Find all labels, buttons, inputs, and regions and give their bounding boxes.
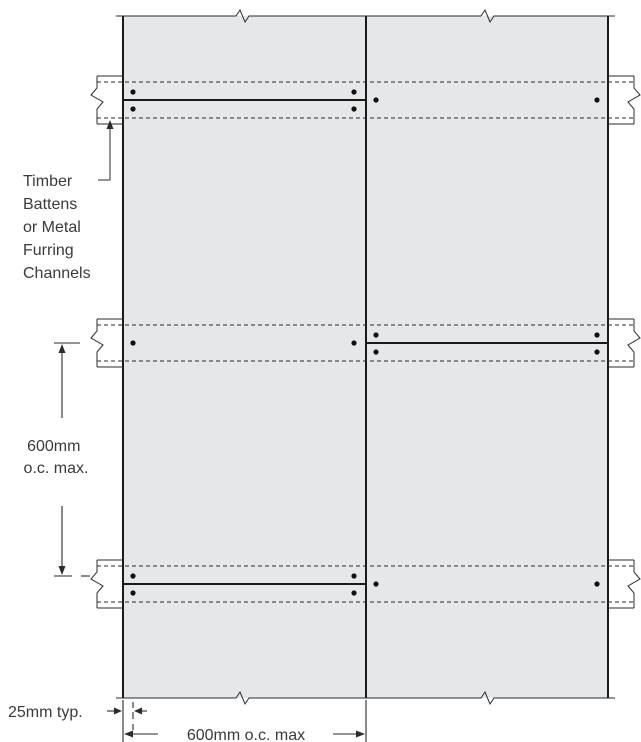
vertical-spacing-dimension (54, 342, 90, 577)
batten-1-left-end (90, 75, 123, 125)
batten-callout-line-3: or Metal (23, 219, 81, 236)
h-dim-arrow-left (124, 730, 133, 738)
batten-callout-label: Timber Battens or Metal Furring Channels (23, 173, 91, 282)
edge-arrow-left (134, 707, 142, 715)
fixing-point (351, 340, 357, 346)
bottom-break-line (116, 690, 615, 706)
dim-arrow-down (58, 566, 66, 575)
fixing-point (351, 89, 357, 95)
fixing-point (351, 573, 357, 579)
fixing-point (351, 106, 357, 112)
batten-callout-leader (98, 120, 114, 181)
callout-leader-line (98, 127, 111, 181)
batten-1-right-end (608, 75, 641, 125)
fixing-point (130, 573, 136, 579)
fixing-point (594, 332, 600, 338)
fixing-point (130, 106, 136, 112)
batten-callout-line-2: Battens (23, 196, 77, 213)
top-break-line (116, 8, 615, 24)
fixing-point (130, 89, 136, 95)
batten-3-right-end (608, 559, 641, 609)
fixing-point (594, 349, 600, 355)
horizontal-spacing-dimension (124, 700, 367, 742)
batten-2-right-end (608, 318, 641, 368)
h-dim-arrow-right (356, 730, 365, 738)
batten-callout-line-4: Furring (23, 242, 74, 259)
batten-3-left-end (90, 559, 123, 609)
dim-arrow-up (58, 344, 66, 353)
batten-2-left-end (90, 318, 123, 368)
horizontal-spacing-label: 600mm o.c. max (187, 727, 305, 742)
fixing-point (373, 332, 379, 338)
horizontal-joints (123, 99, 608, 585)
fixing-point (351, 590, 357, 596)
vertical-spacing-label: 600mm o.c. max. (24, 438, 89, 477)
fixing-points (130, 89, 600, 596)
fixing-point (373, 97, 379, 103)
vertical-spacing-line-2: o.c. max. (24, 460, 89, 477)
batten-callout-line-1: Timber (23, 173, 73, 190)
fixing-point (373, 581, 379, 587)
fixing-point (130, 590, 136, 596)
batten-callout-line-5: Channels (23, 265, 91, 282)
fixing-point (130, 340, 136, 346)
break-lines (116, 8, 615, 706)
fixing-point (594, 97, 600, 103)
edge-distance-dimension (107, 700, 147, 742)
fixing-point (373, 349, 379, 355)
vertical-spacing-line-1: 600mm (27, 438, 80, 455)
edge-distance-label: 25mm typ. (8, 704, 83, 721)
callout-arrowhead (106, 120, 114, 129)
edge-arrow-right (114, 707, 122, 715)
fixing-point (594, 581, 600, 587)
